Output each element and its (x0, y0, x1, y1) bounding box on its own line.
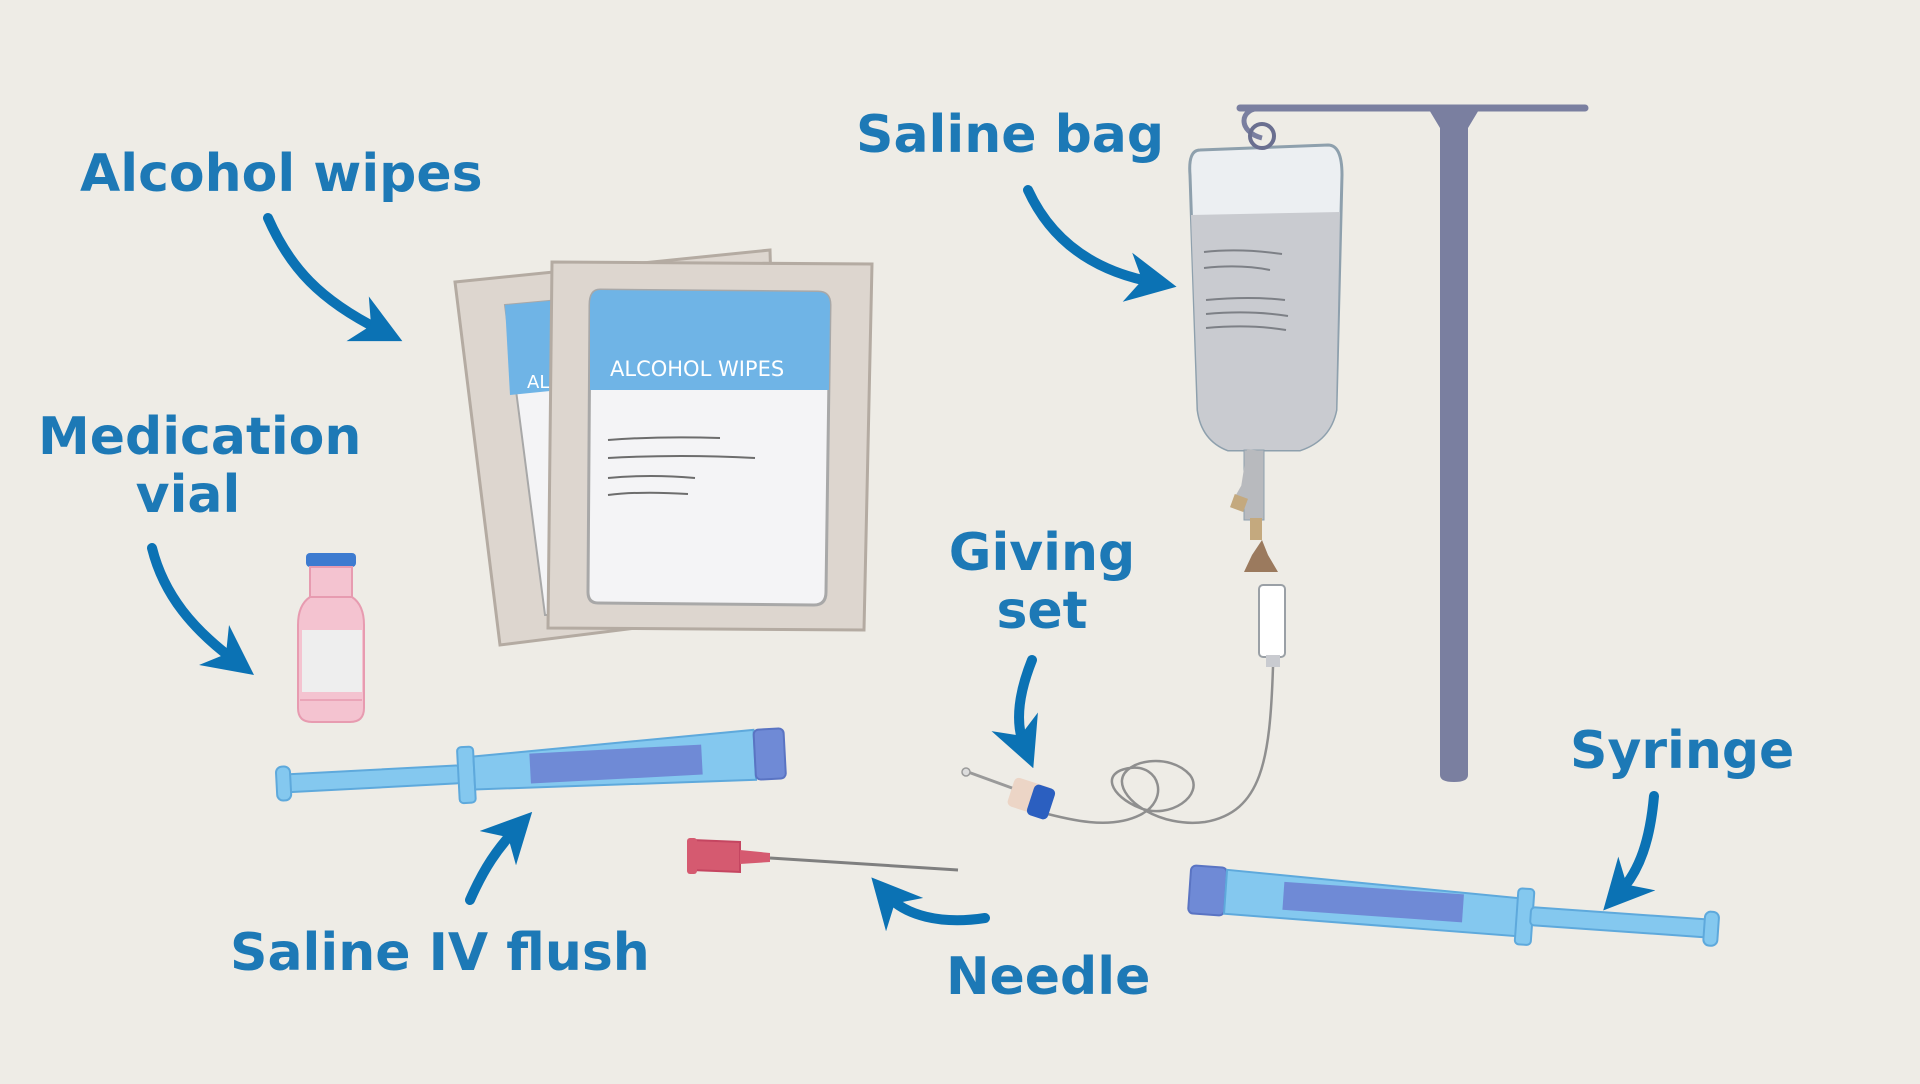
alcohol-wipes-packet-front: ALCOHOL WIPES (546, 260, 874, 632)
saline-iv-flush-syringe (275, 727, 787, 805)
label-giving-set-line-2: set (996, 581, 1088, 642)
iv-pole (1236, 104, 1589, 782)
arrow-giving-set (991, 655, 1038, 769)
label-syringe: Syringe (1570, 721, 1795, 781)
arrow-saline-bag (1023, 185, 1177, 302)
needle (687, 838, 959, 874)
label-giving-set: Giving set (942, 523, 1142, 642)
wipes-packet-back-text: AL (527, 372, 549, 393)
medication-vial (297, 553, 365, 723)
arrow-alcohol-wipes (263, 213, 403, 342)
label-saline-iv-flush: Saline IV flush (230, 923, 650, 983)
label-alcohol-wipes: Alcohol wipes (80, 144, 483, 204)
syringe (1187, 864, 1720, 947)
label-saline-bag: Saline bag (856, 105, 1165, 165)
arrow-saline-iv-flush (465, 811, 533, 905)
giving-set (961, 584, 1286, 825)
label-needle: Needle (946, 947, 1151, 1007)
wipes-packet-front-text: ALCOHOL WIPES (610, 357, 784, 381)
arrow-needle (871, 877, 990, 932)
label-medication-vial-line-2: vial (135, 465, 241, 526)
arrow-syringe (1603, 791, 1659, 911)
label-medication-vial: Medication vial (38, 407, 362, 526)
arrow-medication-vial (147, 543, 254, 676)
saline-bag (1188, 122, 1344, 572)
label-giving-set-line-1: Giving (948, 523, 1136, 583)
label-medication-vial-line-1: Medication (38, 407, 362, 467)
